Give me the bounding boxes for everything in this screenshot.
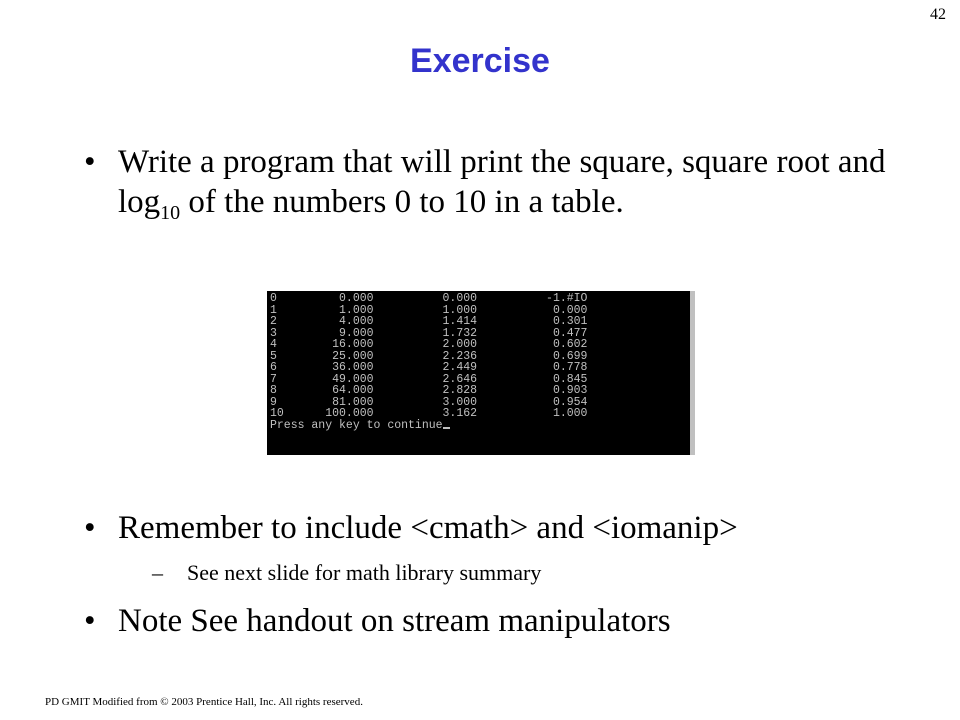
bullet-handout-text: Note See handout on stream manipulators [118,603,671,639]
bullet-program-text: Write a program that will print the squa… [118,142,898,224]
console-line: 4 16.000 2.000 0.602 [270,338,588,351]
console-prompt: Press any key to continue [270,418,690,432]
console-line: 0 0.000 0.000 -1.#IO [270,292,588,305]
console-line: 7 49.000 2.646 0.845 [270,372,588,386]
console-line: 9 81.000 3.000 0.954 [270,395,588,409]
page-number: 42 [930,6,946,23]
console-line: 3 9.000 1.732 0.477 [270,326,588,340]
bullet-program-text-b: of the numbers 0 to 10 in a table. [180,184,624,220]
copyright-icon: © [160,696,169,708]
cursor-icon [442,426,450,429]
subbullet-dash: – [152,560,163,585]
console-line: 5 25.000 2.236 0.699 [270,349,588,363]
console-line: 8 64.000 2.828 0.903 [270,384,588,397]
console-line: 6 36.000 2.449 0.778 [270,361,588,374]
console-line: 1 1.000 1.000 0.000 [270,303,588,317]
bullet-dot: • [84,510,96,546]
console-prompt-text: Press any key to continue [270,418,443,432]
footer-text-b: 2003 Prentice Hall, Inc. All rights rese… [168,696,363,708]
bullet-include-text: Remember to include <cmath> and <iomanip… [118,510,738,546]
bullet-dot: • [84,144,96,180]
console-line: 10 100.000 3.162 1.000 [270,407,588,420]
footer-copyright: PD GMIT Modified from © 2003 Prentice Ha… [45,696,363,708]
slide-title: Exercise [410,42,550,80]
log-subscript: 10 [160,202,181,224]
bullet-program-text-a: Write a program that will print the squa… [118,144,886,220]
subbullet-next-slide-text: See next slide for math library summary [187,560,542,585]
bullet-dot: • [84,603,96,639]
footer-text-a: PD GMIT Modified from [45,696,161,708]
console-line: 2 4.000 1.414 0.301 [270,315,588,328]
